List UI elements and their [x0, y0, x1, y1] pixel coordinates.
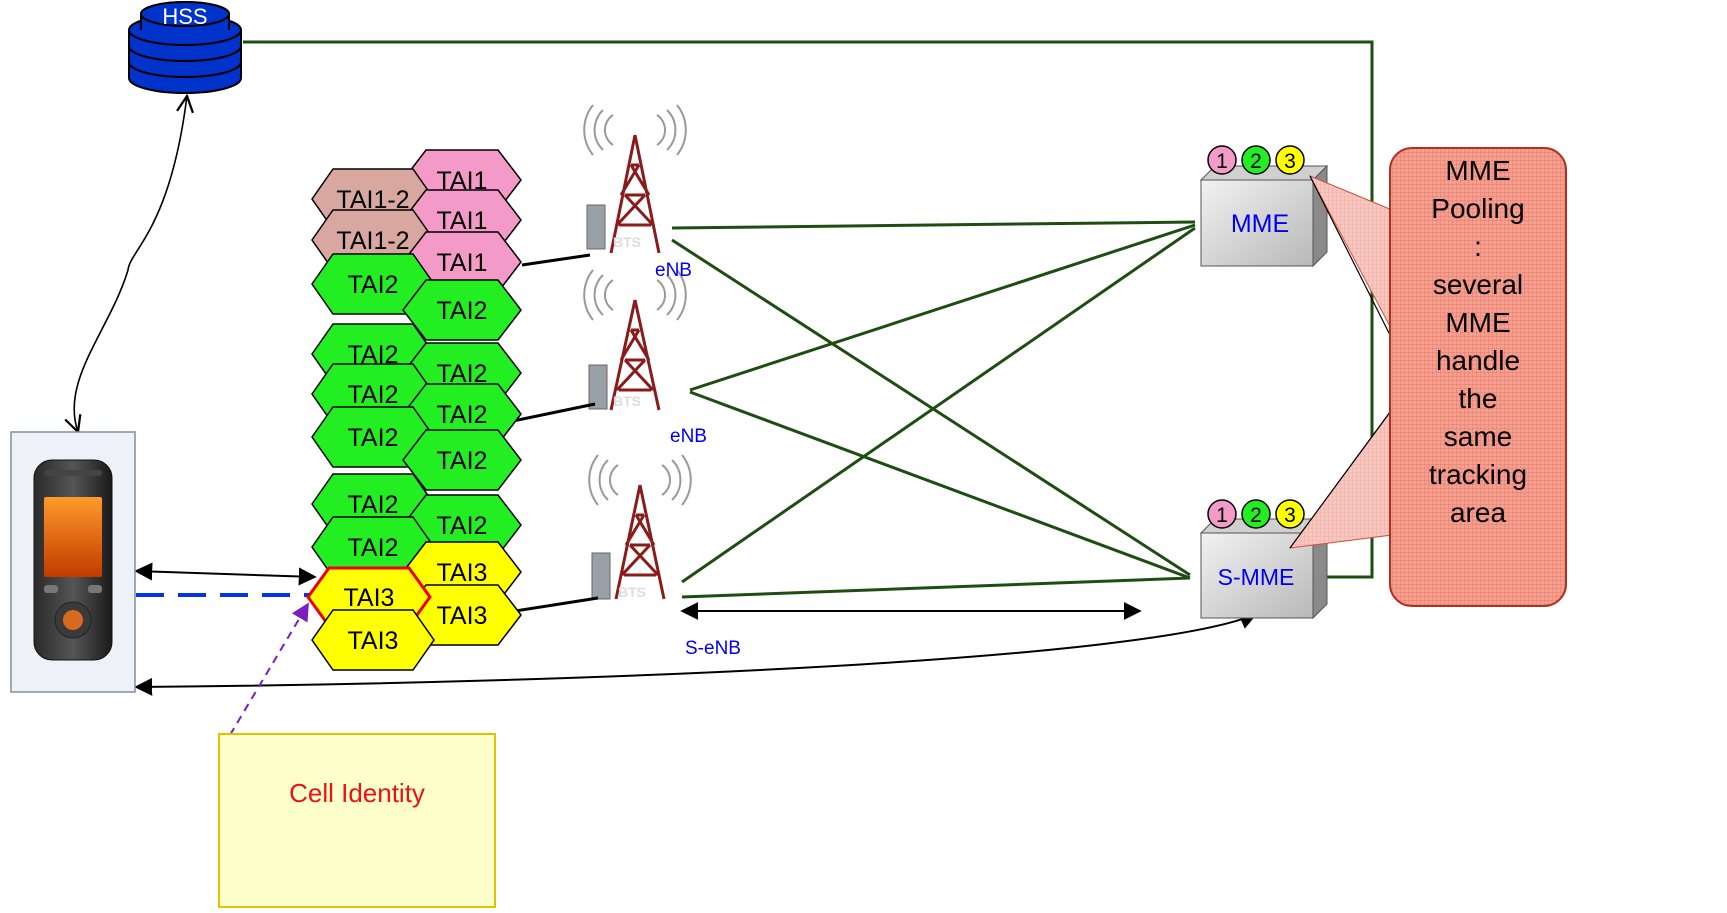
pool-badge-2-label: 2 — [1250, 150, 1262, 173]
cell-label: TAI2 — [348, 381, 399, 409]
callout-line: MME — [1445, 155, 1511, 186]
hss-to-smme-link — [243, 40, 1374, 579]
mme-pool-badges: 1 2 3 — [1207, 145, 1305, 175]
cell-label: TAI2 — [348, 271, 399, 299]
cell-label: TAI3 — [437, 559, 488, 587]
callout-line: area — [1449, 497, 1507, 528]
cell-label: TAI2 — [348, 424, 399, 452]
hss-label: HSS — [162, 4, 207, 29]
mme-server-icon — [1199, 164, 1329, 268]
cell-identity-pointer — [229, 602, 309, 736]
cell-group-3: TAI2 TAI2 TAI3 TAI3 TAI3 TAI3 — [306, 494, 522, 671]
cell-label: TAI1-2 — [336, 227, 409, 255]
cell-label: TAI2 — [437, 512, 488, 540]
cell-group-1: TAI1 TAI1-2 TAI1 TAI1-2 TAI1 TAI2 TAI2 — [311, 149, 522, 341]
smme-label: S-MME — [1218, 564, 1295, 590]
cell-identity-label: Cell Identity — [289, 778, 425, 808]
hss-ue-link — [74, 96, 187, 432]
smme-pool-badges: 1 2 3 — [1207, 499, 1305, 529]
cell-hex — [402, 429, 522, 491]
callout-line: several — [1432, 269, 1524, 300]
cell-hex — [402, 279, 522, 341]
mme-pooling-callout — [1389, 147, 1567, 607]
callout-line: same — [1443, 421, 1513, 452]
hss-database-icon — [128, 1, 242, 94]
mme-pooling-callout-text: MME Pooling : several MME handle the sam… — [1392, 152, 1564, 532]
cell-label: TAI2 — [437, 297, 488, 325]
cell-label: TAI1 — [437, 207, 488, 235]
callout-line: Pooling — [1431, 193, 1525, 224]
callout-line: tracking — [1428, 459, 1528, 490]
pool-badge-3-label: 3 — [1284, 504, 1296, 527]
cell-label: TAI2 — [437, 401, 488, 429]
cell-label: TAI2 — [437, 447, 488, 475]
pool-badge-3 — [1275, 145, 1305, 175]
pool-badge-2 — [1241, 499, 1271, 529]
bts-text-2: BTS — [613, 393, 641, 409]
tower-icon-1: BTS — [583, 104, 687, 254]
bts-text-1: BTS — [613, 234, 641, 250]
cell-label: TAI2 — [348, 491, 399, 519]
pool-badge-1 — [1207, 145, 1237, 175]
enb-label-2: eNB — [670, 426, 707, 447]
ue-smme-link — [134, 612, 1258, 696]
pool-badge-2 — [1241, 145, 1271, 175]
mme-label: MME — [1231, 210, 1289, 238]
cell-identity-note: Cell Identity — [218, 733, 496, 908]
callout-pointers — [1288, 175, 1393, 549]
cell-label: TAI2 — [348, 534, 399, 562]
ue-phone-icon — [10, 431, 136, 693]
pool-badge-3 — [1275, 499, 1305, 529]
tower-icon-3: BTS — [588, 454, 692, 600]
callout-line: the — [1458, 383, 1498, 414]
cell-label: TAI3 — [348, 627, 399, 655]
cell-label: TAI3 — [344, 584, 395, 612]
pool-badge-1-label: 1 — [1216, 150, 1228, 173]
callout-line: handle — [1435, 345, 1521, 376]
cell-hex — [311, 609, 435, 671]
enb-label-3: S-eNB — [685, 638, 741, 659]
cell-label: TAI1 — [437, 249, 488, 277]
ue-cell-link — [134, 562, 317, 586]
cell-label: TAI3 — [437, 602, 488, 630]
enb-mme-links — [671, 220, 1196, 599]
pool-badge-2-label: 2 — [1250, 504, 1262, 527]
tower-icon-2: BTS — [583, 269, 687, 411]
enb-label-1: eNB — [655, 260, 692, 281]
pool-badge-1-label: 1 — [1216, 504, 1228, 527]
callout-line: MME — [1445, 307, 1511, 338]
pool-badge-1 — [1207, 499, 1237, 529]
bts-text-3: BTS — [618, 584, 646, 600]
pool-badge-3-label: 3 — [1284, 150, 1296, 173]
callout-line: : — [1474, 231, 1482, 262]
